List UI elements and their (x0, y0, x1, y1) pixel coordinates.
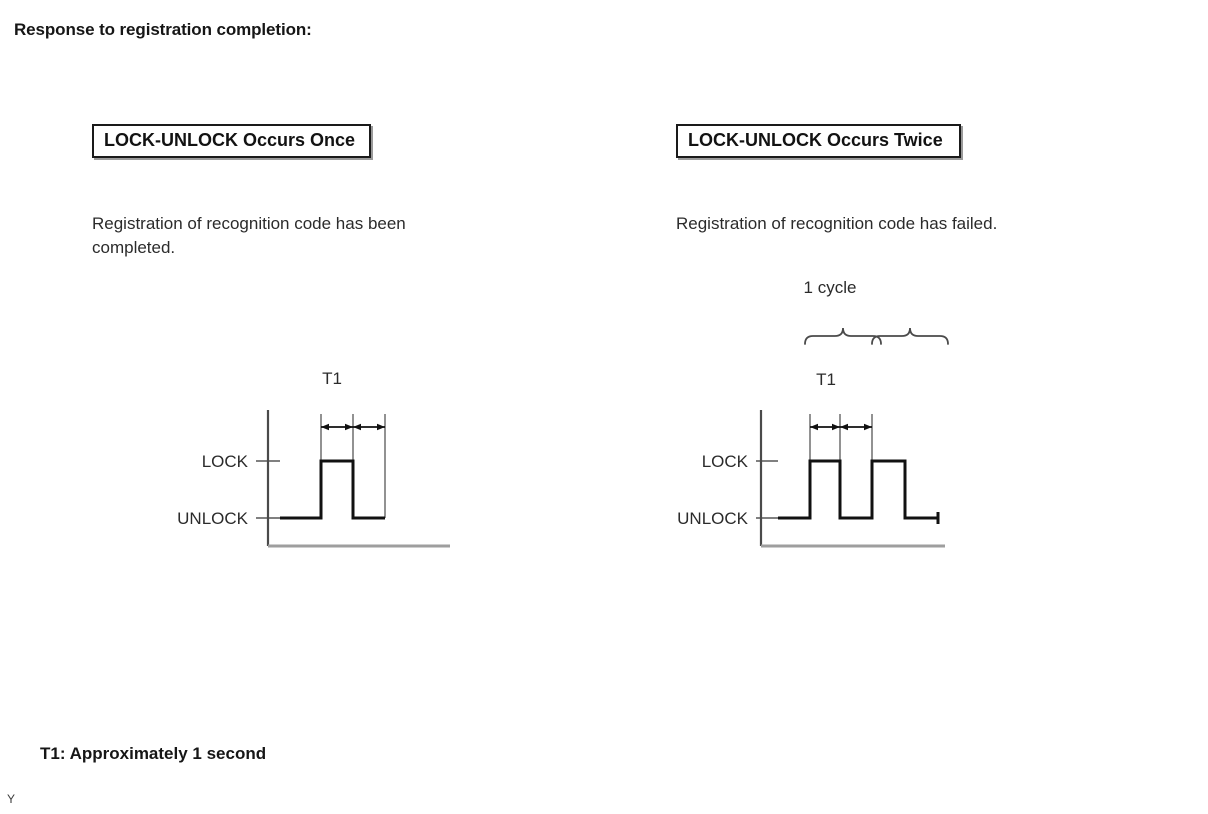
state-label-lock-once: LOCK (202, 452, 249, 471)
period-label-once: T1 (322, 369, 342, 388)
dimension-arrow-second-once (353, 423, 385, 431)
waveform-diagram-twice: 1 cycle T1 LOCK UNLOCK (600, 258, 960, 558)
page-title: Response to registration completion: (14, 20, 312, 39)
corner-mark: Y (7, 792, 16, 806)
state-label-unlock-twice: UNLOCK (677, 509, 749, 528)
signal-trace-once (280, 459, 385, 520)
panel-lock-unlock-twice: LOCK-UNLOCK Occurs Twice Registration of… (676, 124, 1146, 236)
period-label-twice: T1 (816, 370, 836, 389)
signal-trace-twice (778, 459, 938, 520)
waveform-diagram-once: T1 LOCK UNLOCK (120, 352, 460, 557)
panel-heading-twice: LOCK-UNLOCK Occurs Twice (676, 124, 961, 158)
dimension-arrow-first-twice (810, 423, 840, 431)
cycle-label-twice: 1 cycle (804, 278, 857, 297)
panel-description-once: Registration of recognition code has bee… (92, 213, 406, 258)
panel-lock-unlock-once: LOCK-UNLOCK Occurs Once Registration of … (92, 124, 552, 260)
panel-heading-once: LOCK-UNLOCK Occurs Once (92, 124, 372, 158)
cycle-brace-twice (804, 327, 949, 345)
dimension-arrow-second-twice (840, 423, 872, 431)
dimension-arrow-first-once (321, 423, 353, 431)
panel-description-twice: Registration of recognition code has fai… (676, 213, 998, 233)
state-label-lock-twice: LOCK (702, 452, 749, 471)
footnote-t1: T1: Approximately 1 second (40, 744, 267, 763)
state-label-unlock-once: UNLOCK (177, 509, 249, 528)
